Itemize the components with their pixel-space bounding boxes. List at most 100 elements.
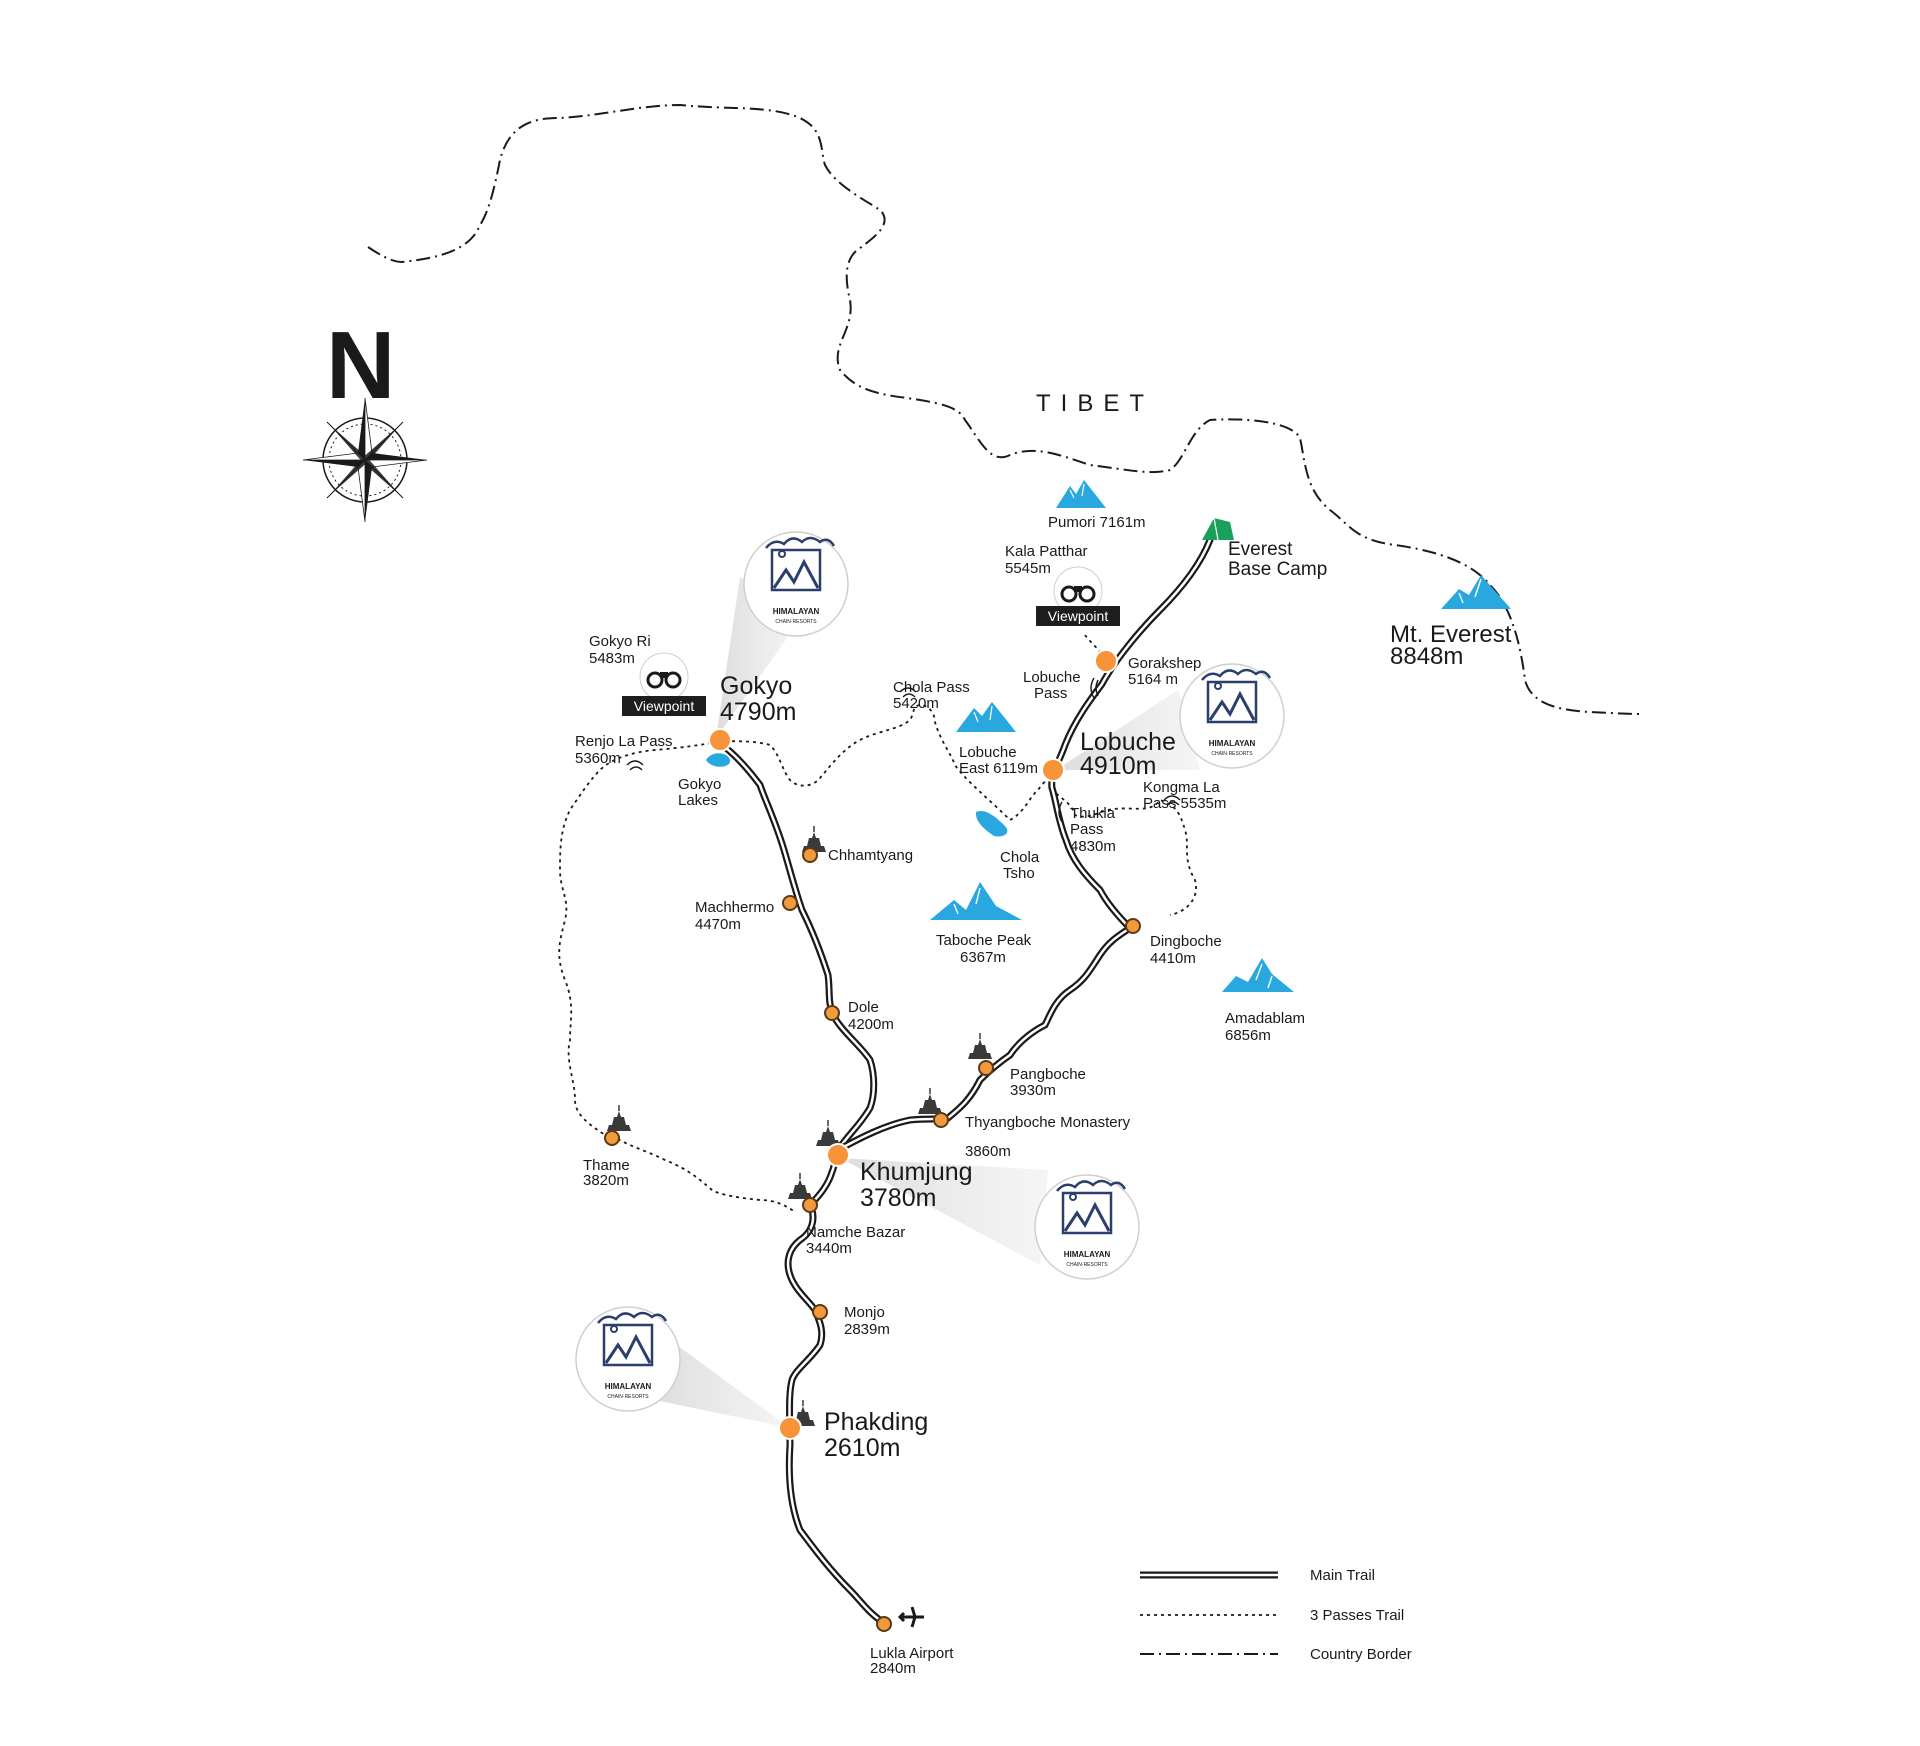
stop-marker-monjo [812, 1304, 828, 1320]
viewpoint-elevation-kala-patthar: 5545m [1005, 560, 1051, 577]
legend-label-main-trail: Main Trail [1310, 1567, 1375, 1584]
stop-marker-thyangboche [933, 1112, 949, 1128]
resort-callout-phakding: HIMALAYAN CHAIN·RESORTS [574, 1305, 790, 1428]
stop-name-machhermo: Machhermo [695, 899, 774, 916]
stop-marker-lukla [876, 1616, 892, 1632]
north-indicator: N [302, 312, 428, 523]
viewpoint-kala-patthar: Viewpoint [1036, 566, 1120, 626]
resort-marker-gorakshep [1094, 649, 1118, 673]
peak-name-amadablam: Amadablam [1225, 1010, 1305, 1027]
stop-elevation-monjo: 2839m [844, 1321, 890, 1338]
legend-country-border: Country Border [1140, 1646, 1412, 1663]
stop-marker-namche [802, 1197, 818, 1213]
stop-elevation-dingboche: 4410m [1150, 950, 1196, 967]
lake-name2-gokyo: Lakes [678, 792, 718, 809]
binoculars-icon [1060, 585, 1096, 603]
legend: Main Trail 3 Passes Trail Country Border [1140, 1567, 1412, 1663]
logo-name: HIMALAYAN [1209, 739, 1256, 748]
main-trail-segment-inner [716, 740, 875, 1152]
stop-elevation-lobuche: 4910m [1080, 752, 1156, 780]
stop-elevation-dole: 4200m [848, 1016, 894, 1033]
resort-marker-khumjung [826, 1143, 850, 1167]
lake-name-chola: Chola [1000, 849, 1040, 866]
stop-elevation-thame: 3820m [583, 1172, 629, 1189]
lake-name2-chola: Tsho [1003, 865, 1035, 882]
pass-name-thukla: Thukla [1070, 805, 1116, 822]
stop-marker-machhermo [782, 895, 798, 911]
logo-tagline: CHAIN·RESORTS [607, 1394, 649, 1400]
viewpoint-gokyo-ri: Viewpoint [622, 652, 706, 716]
stop-name-namche: Namche Bazar [806, 1224, 905, 1241]
binoculars-icon [646, 671, 682, 689]
peak-name2-lobuche-east: East 6119m [959, 760, 1038, 777]
resort-marker-gokyo [708, 728, 732, 752]
resort-marker-lobuche [1041, 758, 1065, 782]
pass-name-chola: Chola Pass [893, 679, 970, 696]
stop-name-lobuche: Lobuche [1080, 728, 1176, 756]
stupa-icon [787, 1172, 813, 1200]
stupa-icon [917, 1087, 943, 1115]
stop-marker-chhamtyang [802, 847, 818, 863]
resort-callout-khumjung: HIMALAYAN CHAIN·RESORTS [840, 1158, 1141, 1281]
peak-elevation-amadablam: 6856m [1225, 1027, 1271, 1044]
stop-elevation-pangboche: 3930m [1010, 1082, 1056, 1099]
pass-arch-icon [1163, 795, 1181, 806]
stupa-icon [815, 1119, 841, 1147]
stop-name-monjo: Monjo [844, 1304, 885, 1321]
resort-callout-lobuche: HIMALAYAN CHAIN·RESORTS [1056, 662, 1286, 770]
stop-name-chhamtyang: Chhamtyang [828, 847, 913, 864]
stop-name-gokyo: Gokyo [720, 672, 792, 700]
stop-name-dingboche: Dingboche [1150, 933, 1222, 950]
logo-name: HIMALAYAN [605, 1382, 652, 1391]
lake-icon [975, 810, 1008, 837]
main-trail-segment [714, 738, 878, 1154]
country-border [367, 103, 1641, 715]
stop-elevation-thyangboche: 3860m [965, 1143, 1011, 1160]
lake-name-gokyo: Gokyo [678, 776, 721, 793]
pass-name-kongma: Kongma La [1143, 779, 1220, 796]
peak-name-lobuche-east: Lobuche [959, 744, 1017, 761]
viewpoint-name-kala-patthar: Kala Patthar [1005, 543, 1088, 560]
peak-name-pumori: Pumori 7161m [1048, 514, 1146, 531]
logo-tagline: CHAIN·RESORTS [1211, 751, 1253, 757]
base-camp-line2: Base Camp [1228, 559, 1327, 580]
mountain-icon [956, 702, 1016, 732]
pass-name2-thukla: Pass [1070, 821, 1103, 838]
mountain-icon [1056, 480, 1106, 508]
stop-elevation-gokyo: 4790m [720, 698, 796, 726]
mountain-icon [1441, 575, 1511, 609]
logo-tagline: CHAIN·RESORTS [1066, 1262, 1108, 1268]
airplane-icon [897, 1606, 924, 1628]
pass-arch-icon [626, 760, 644, 771]
main-trail-segment-inner [786, 1148, 888, 1626]
stop-name-khumjung: Khumjung [860, 1158, 973, 1186]
pass-elevation-thukla: 4830m [1070, 838, 1116, 855]
pass-name2-lobuche: Pass [1034, 685, 1067, 702]
viewpoint-label: Viewpoint [1048, 608, 1109, 624]
pass-name2-kongma: Pass 5535m [1143, 795, 1226, 812]
lake-icon [706, 753, 731, 767]
pass-elevation-renjo: 5360m [575, 750, 621, 767]
stop-name-thame: Thame [583, 1157, 630, 1174]
stop-elevation-khumjung: 3780m [860, 1184, 936, 1212]
peak-name-taboche: Taboche Peak [936, 932, 1032, 949]
stop-elevation-gorakshep: 5164 m [1128, 671, 1178, 688]
pass-elevation-chola: 5420m [893, 695, 939, 712]
stupa-icon [606, 1104, 632, 1132]
resort-marker-phakding [778, 1416, 802, 1440]
stop-name-dole: Dole [848, 999, 879, 1016]
three-passes-trail [558, 634, 1197, 1213]
legend-label-three-passes: 3 Passes Trail [1310, 1607, 1404, 1624]
stop-marker-dole [824, 1005, 840, 1021]
legend-main-trail: Main Trail [1140, 1567, 1375, 1584]
stop-name-phakding: Phakding [824, 1408, 928, 1436]
stop-marker-thame [604, 1130, 620, 1146]
main-trail-segment [834, 536, 1214, 1154]
peak-elevation-everest: 8848m [1390, 643, 1463, 670]
resort-callout-gokyo: HIMALAYAN CHAIN·RESORTS [716, 530, 850, 738]
logo-name: HIMALAYAN [1064, 1250, 1111, 1259]
mountain-icon [930, 882, 1022, 920]
compass-rose-icon [302, 397, 428, 523]
stop-marker-dingboche [1125, 918, 1141, 934]
